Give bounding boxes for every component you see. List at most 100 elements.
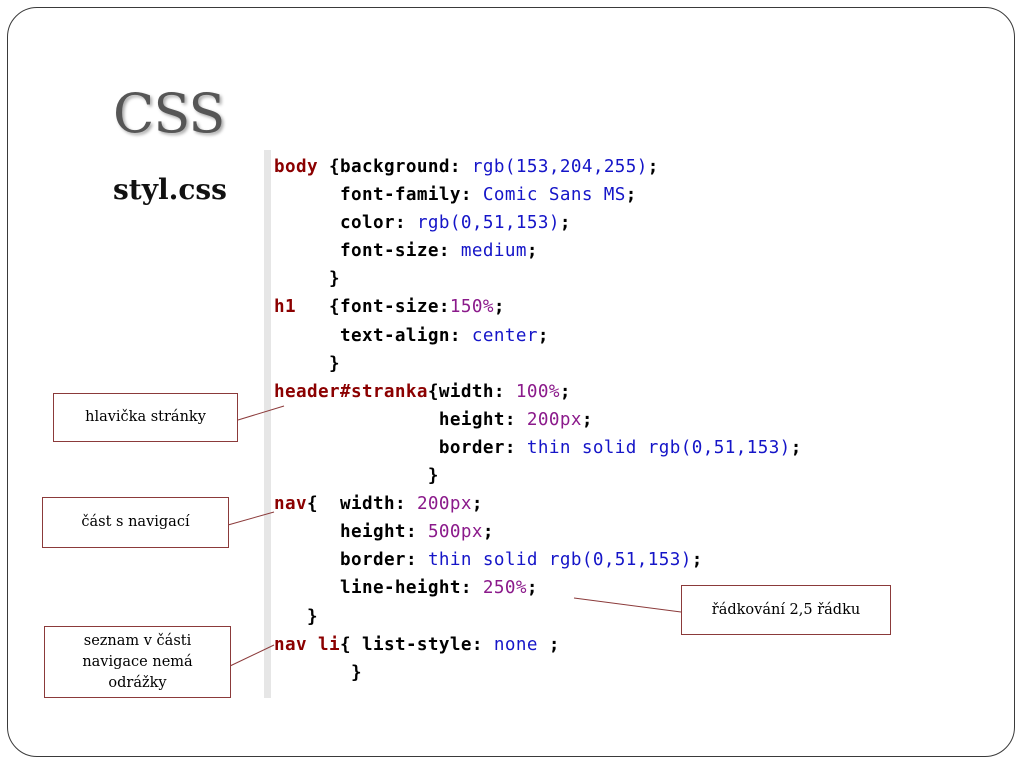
code-punctuation: :	[449, 157, 472, 177]
code-punctuation: :	[394, 213, 417, 234]
code-value: none	[493, 634, 538, 655]
code-block: body {background: rgb(153,204,255); font…	[274, 153, 802, 687]
code-punctuation: ;	[526, 241, 538, 262]
code-punctuation	[274, 550, 340, 570]
code-line: }	[274, 350, 802, 378]
code-selector: nav	[274, 494, 307, 515]
callout-list: seznam v části navigace nemá odrážky	[44, 626, 231, 698]
code-value: medium	[460, 241, 527, 262]
code-number: 150%	[449, 297, 494, 318]
code-line: }	[274, 462, 802, 490]
code-number: 200px	[526, 409, 582, 430]
code-property: border	[438, 437, 505, 458]
code-punctuation	[274, 241, 340, 261]
code-punctuation	[274, 438, 439, 458]
code-property: font-size	[339, 241, 439, 262]
code-punctuation: ;	[691, 550, 703, 571]
code-punctuation: ;	[625, 185, 637, 206]
code-punctuation: ;	[647, 157, 659, 177]
code-property: height	[339, 522, 406, 543]
code-punctuation: }	[274, 466, 439, 487]
code-punctuation	[274, 213, 340, 233]
code-punctuation: :	[504, 409, 527, 430]
callout-header: hlavička stránky	[53, 393, 238, 442]
code-line: font-family: Comic Sans MS;	[274, 181, 802, 209]
code-punctuation: {	[328, 297, 340, 318]
code-line: }	[274, 265, 802, 293]
code-line: nav li{ list-style: none ;	[274, 631, 802, 659]
code-line: h1 {font-size:150%;	[274, 293, 802, 321]
code-value: thin solid rgb(0,51,153)	[526, 437, 791, 458]
code-selector: body	[274, 157, 329, 177]
code-number: 250%	[482, 578, 527, 599]
code-punctuation: ;	[581, 409, 593, 430]
code-property: font-size	[339, 297, 439, 318]
code-punctuation: ;	[790, 437, 802, 458]
code-line: }	[274, 659, 802, 687]
code-property: border	[339, 550, 406, 571]
code-property: text-align	[339, 325, 450, 346]
code-line: body {background: rgb(153,204,255);	[274, 153, 802, 181]
code-line: border: thin solid rgb(0,51,153);	[274, 434, 802, 462]
code-line: font-size: medium;	[274, 237, 802, 265]
code-punctuation: ;	[493, 297, 505, 318]
code-punctuation: :	[493, 381, 516, 402]
code-selector: nav li	[274, 634, 340, 655]
code-punctuation: :	[460, 185, 483, 206]
code-number: 200px	[416, 494, 472, 515]
code-punctuation: :	[394, 494, 417, 515]
slide-title: CSS	[113, 82, 225, 145]
code-line: height: 200px;	[274, 406, 802, 434]
code-punctuation: ;	[537, 325, 549, 346]
code-line: nav{ width: 200px;	[274, 490, 802, 518]
code-value: rgb(153,204,255)	[471, 157, 648, 177]
code-punctuation: ;	[559, 381, 571, 402]
code-punctuation: ;	[482, 522, 494, 543]
code-property: width	[438, 381, 494, 402]
code-line: color: rgb(0,51,153);	[274, 209, 802, 237]
code-punctuation: }	[274, 662, 362, 683]
code-punctuation: {	[339, 634, 362, 655]
code-punctuation: }	[274, 269, 340, 290]
callout-nav: část s navigací	[42, 497, 229, 548]
code-punctuation: {	[328, 157, 340, 177]
code-punctuation: ;	[537, 634, 560, 655]
code-punctuation: }	[274, 353, 340, 374]
code-punctuation: :	[405, 522, 428, 543]
code-punctuation: :	[471, 634, 494, 655]
callout-line-height: řádkování 2,5 řádku	[681, 585, 891, 635]
code-punctuation: ;	[471, 494, 483, 515]
code-property: background	[339, 157, 450, 177]
code-punctuation	[274, 185, 340, 205]
code-line: height: 500px;	[274, 518, 802, 546]
code-punctuation: :	[438, 297, 450, 318]
code-punctuation: {	[427, 381, 439, 402]
code-punctuation: :	[504, 437, 527, 458]
code-property: list-style	[361, 634, 472, 655]
code-property: height	[438, 409, 505, 430]
code-punctuation: }	[274, 606, 318, 627]
code-value: rgb(0,51,153)	[416, 213, 560, 234]
code-punctuation	[274, 522, 340, 542]
code-line: border: thin solid rgb(0,51,153);	[274, 546, 802, 574]
code-punctuation: :	[438, 241, 461, 262]
code-line: header#stranka{width: 100%;	[274, 378, 802, 406]
slide-frame	[7, 7, 1015, 757]
code-property: font-family	[339, 185, 461, 206]
code-line: line-height: 250%;	[274, 574, 802, 602]
code-number: 100%	[515, 381, 560, 402]
code-punctuation	[274, 578, 340, 598]
code-value: center	[471, 325, 538, 346]
code-punctuation: {	[306, 494, 340, 515]
code-value: Comic Sans MS	[482, 185, 626, 206]
code-gutter	[264, 150, 271, 698]
code-punctuation	[274, 326, 340, 346]
code-punctuation: ;	[559, 213, 571, 234]
code-line: }	[274, 603, 802, 631]
code-selector: header#stranka	[274, 381, 428, 402]
code-punctuation: :	[460, 578, 483, 599]
code-line: text-align: center;	[274, 322, 802, 350]
code-selector: h1	[274, 297, 329, 318]
code-number: 500px	[427, 522, 483, 543]
code-value: thin solid rgb(0,51,153)	[427, 550, 692, 571]
